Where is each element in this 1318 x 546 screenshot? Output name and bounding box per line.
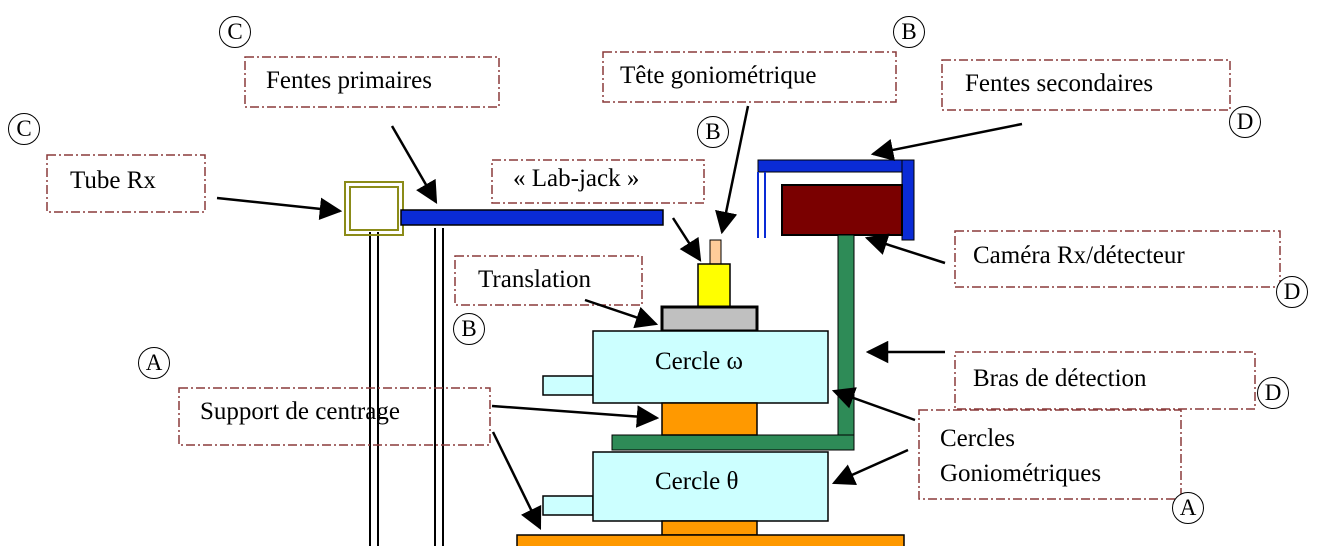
omega-circle-stub xyxy=(542,375,594,396)
letter-b-labjack: B xyxy=(697,116,729,148)
stand-posts xyxy=(369,228,444,546)
letter-b-translation: B xyxy=(453,313,485,345)
base-platform xyxy=(516,534,905,546)
primary-slits-tube xyxy=(400,209,664,226)
label-cercle-omega: Cercle ω xyxy=(655,348,743,375)
omega-circle xyxy=(592,330,829,404)
label-bras-detection: Bras de détection xyxy=(973,365,1147,392)
letter-c-tube: C xyxy=(8,113,40,145)
letter-d-fentes: D xyxy=(1229,106,1261,138)
goniometer-pin xyxy=(709,239,722,265)
label-cercles-line2: Goniométriques xyxy=(940,460,1102,487)
label-cercle-theta: Cercle θ xyxy=(655,468,739,495)
translation-stage xyxy=(660,305,759,333)
letter-d-camera: D xyxy=(1276,276,1308,308)
theta-circle-stub xyxy=(542,495,594,516)
label-support-centrage: Support de centrage xyxy=(200,398,400,425)
label-cercles-line1: Cercles xyxy=(940,425,1015,452)
theta-base-spacer xyxy=(661,520,758,536)
letter-b-tete: B xyxy=(893,16,925,48)
letter-c-primary: C xyxy=(219,16,251,48)
letter-d-bras: D xyxy=(1257,377,1289,409)
label-tete-goniometrique: Tête goniométrique xyxy=(620,62,817,89)
xray-tube xyxy=(344,181,404,236)
label-fentes-primaires: Fentes primaires xyxy=(266,67,432,94)
lab-jack-block xyxy=(697,263,731,308)
label-boxes xyxy=(46,51,1281,500)
pointer-arrows xyxy=(216,105,1023,531)
label-translation: Translation xyxy=(478,266,591,293)
centering-support xyxy=(661,402,758,436)
letter-a-support: A xyxy=(138,347,170,379)
label-lab-jack: « Lab-jack » xyxy=(513,165,640,192)
detector-camera xyxy=(781,184,903,236)
letter-a-cercles: A xyxy=(1172,492,1204,524)
label-fentes-secondaires: Fentes secondaires xyxy=(965,70,1154,97)
label-camera-detecteur: Caméra Rx/détecteur xyxy=(973,242,1185,269)
label-tube-rx: Tube Rx xyxy=(70,167,156,194)
